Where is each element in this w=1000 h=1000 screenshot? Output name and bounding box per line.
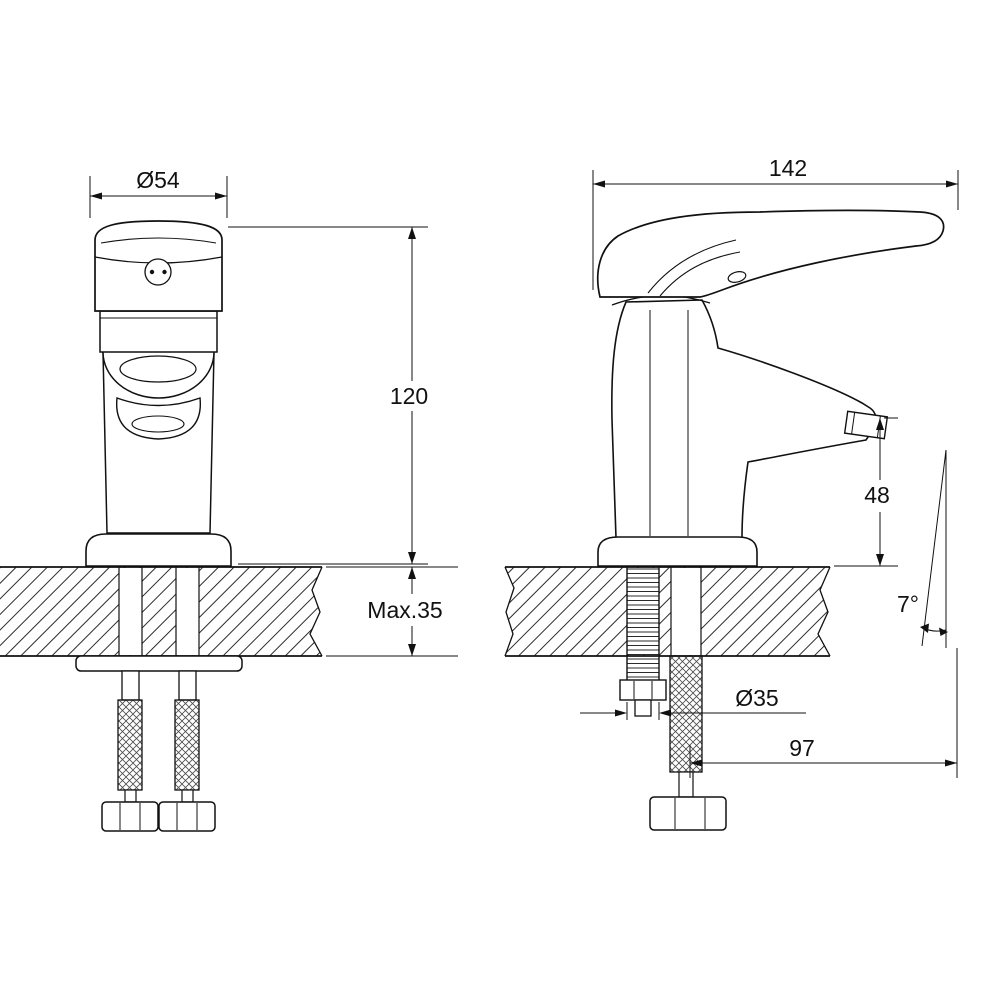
dim-top-diameter-label: Ø54 bbox=[136, 167, 180, 193]
side-counter-section bbox=[504, 566, 831, 657]
lever-handle-side bbox=[596, 209, 945, 298]
front-counter-section bbox=[0, 566, 323, 657]
hose-nut bbox=[649, 796, 727, 831]
side-understructure bbox=[619, 567, 727, 831]
front-supply-hoses bbox=[75, 655, 243, 832]
base-flange-front bbox=[85, 533, 232, 567]
side-view-faucet bbox=[596, 209, 945, 567]
dim-spout-angle-label: 7° bbox=[897, 591, 919, 617]
temp-indicator bbox=[144, 258, 172, 286]
braided-hose bbox=[669, 655, 703, 773]
front-view-faucet bbox=[85, 220, 232, 567]
aerator-side bbox=[843, 410, 889, 440]
base-flange-side bbox=[597, 536, 758, 567]
dim-overall-length-label: 142 bbox=[769, 155, 807, 181]
stud-nut bbox=[619, 679, 667, 701]
body-spout-side bbox=[611, 299, 877, 539]
hose-nut bbox=[158, 801, 216, 832]
braided-hose bbox=[117, 699, 143, 791]
side-dimensions: 142 48 7° Ø35 97 bbox=[580, 155, 959, 778]
braided-hose bbox=[174, 699, 200, 791]
dim-max-thickness-label: Max.35 bbox=[367, 597, 442, 623]
front-dimensions: Ø54 120 Max.35 bbox=[89, 167, 458, 657]
mounting-washer bbox=[75, 655, 243, 672]
dim-hole-diameter-label: Ø35 bbox=[735, 685, 778, 711]
dim-spout-reach-label: 97 bbox=[789, 735, 815, 761]
dim-height-label: 120 bbox=[390, 383, 428, 409]
dim-spout-height-label: 48 bbox=[864, 482, 890, 508]
threaded-stud bbox=[627, 568, 659, 680]
hose-nut bbox=[101, 801, 159, 832]
